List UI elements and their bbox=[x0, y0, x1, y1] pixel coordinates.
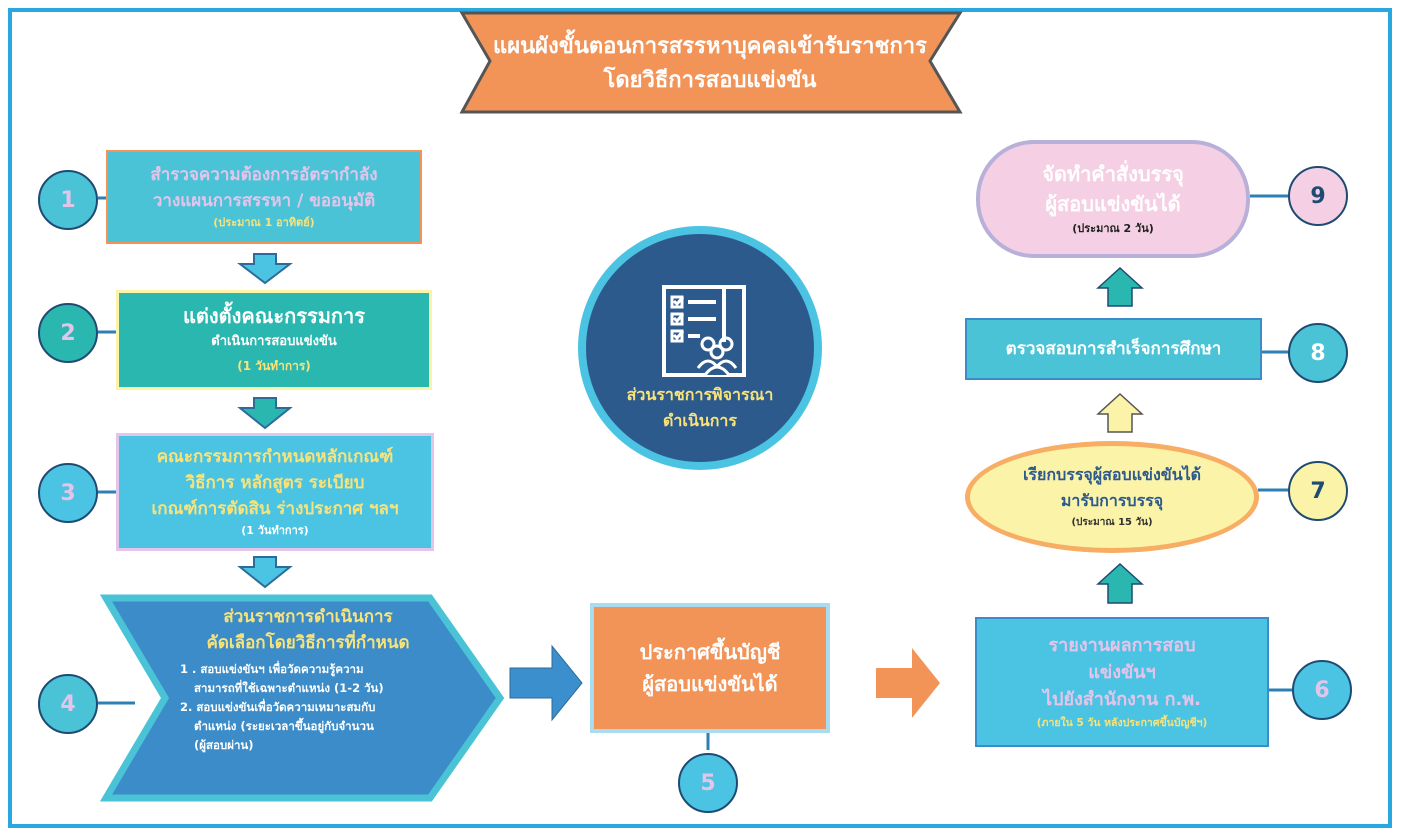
step-4-item-2a: 2. สอบแข่งขันเพื่อวัดความเหมาะสมกับ bbox=[180, 700, 376, 714]
step-6-duration: (ภายใน 5 วัน หลังประกาศขึ้นบัญชีฯ) bbox=[1036, 716, 1208, 729]
title-line-2: โดยวิธีการสอบแข่งขัน bbox=[603, 68, 817, 93]
arrow-up-6-7 bbox=[1096, 562, 1144, 604]
step-1-line-2: วางแผนการสรรหา / ขออนุมัติ bbox=[152, 191, 376, 211]
step-3-line-1: คณะกรรมการกำหนดหลักเกณฑ์ bbox=[156, 447, 394, 467]
step-4-number: 4 bbox=[38, 674, 98, 734]
step-1-number: 1 bbox=[38, 170, 98, 230]
step-2-line-1: แต่งตั้งคณะกรรมการ bbox=[183, 304, 365, 328]
step-7-line-2: มารับการบรรจุ bbox=[1060, 491, 1164, 510]
step-2-number: 2 bbox=[38, 303, 98, 363]
arrow-right-4-5 bbox=[509, 644, 583, 722]
step-4-item-2b: ตำแหน่ง (ระยะเวลาขึ้นอยู่กับจำนวน bbox=[194, 719, 374, 733]
checklist-people-icon bbox=[662, 285, 746, 377]
step-4-line-2: คัดเลือกโดยวิธีการที่กำหนด bbox=[206, 633, 410, 653]
step-9-duration: (ประมาณ 2 วัน) bbox=[1072, 222, 1154, 235]
step-5-line-2: ผู้สอบแข่งขันได้ bbox=[642, 672, 778, 696]
step-5-box: ประกาศขึ้นบัญชี ผู้สอบแข่งขันได้ bbox=[590, 603, 830, 733]
step-9-number: 9 bbox=[1288, 166, 1348, 226]
arrow-up-7-8 bbox=[1096, 392, 1144, 433]
step-2-line-2: ดำเนินการสอบแข่งขัน bbox=[211, 334, 337, 349]
step-1-duration: (ประมาณ 1 อาทิตย์) bbox=[213, 216, 315, 229]
arrow-down-3 bbox=[237, 556, 293, 589]
step-6-line-1: รายงานผลการสอบ bbox=[1048, 634, 1196, 656]
step-4-item-2c: (ผู้สอบผ่าน) bbox=[194, 738, 254, 752]
step-7-duration: (ประมาณ 15 วัน) bbox=[1071, 517, 1153, 528]
step-4-item-1a: 1 . สอบแข่งขันฯ เพื่อวัดความรู้ความ bbox=[180, 662, 364, 676]
step-4-line-1: ส่วนราชการดำเนินการ bbox=[223, 607, 393, 627]
title-line-1: แผนผังขั้นตอนการสรรหาบุคคลเข้ารับราชการ bbox=[493, 34, 927, 59]
arrow-down-1 bbox=[237, 253, 293, 285]
step-4-item-1b: สามารถที่ใช้เฉพาะตำแหน่ง (1-2 วัน) bbox=[194, 681, 384, 695]
step-9-line-1: จัดทำคำสั่งบรรจุ bbox=[1042, 162, 1184, 186]
step-8-box: ตรวจสอบการสำเร็จการศึกษา bbox=[965, 318, 1262, 380]
arrow-right-5-6 bbox=[876, 648, 940, 718]
arrow-up-8-9 bbox=[1096, 266, 1144, 307]
title-banner: แผนผังขั้นตอนการสรรหาบุคคลเข้ารับราชการ … bbox=[470, 30, 950, 98]
step-3-line-3: เกณฑ์การตัดสิน ร่างประกาศ ฯลฯ bbox=[151, 499, 399, 519]
step-8-line-1: ตรวจสอบการสำเร็จการศึกษา bbox=[1005, 339, 1222, 359]
step-6-number: 6 bbox=[1292, 660, 1352, 720]
step-5-line-1: ประกาศขึ้นบัญชี bbox=[639, 640, 781, 664]
arrow-down-2 bbox=[237, 397, 293, 430]
step-7-line-1: เรียกบรรจุผู้สอบแข่งขันได้ bbox=[1022, 465, 1202, 484]
center-circle: ส่วนราชการพิจารณา ดำเนินการ bbox=[578, 226, 822, 470]
step-6-line-2: แข่งขันฯ bbox=[1088, 661, 1156, 683]
step-3-box: คณะกรรมการกำหนดหลักเกณฑ์ วิธีการ หลักสูต… bbox=[116, 433, 434, 551]
step-8-number: 8 bbox=[1288, 323, 1348, 383]
step-3-line-2: วิธีการ หลักสูตร ระเบียบ bbox=[185, 473, 365, 493]
step-6-box: รายงานผลการสอบ แข่งขันฯ ไปยังสำนักงาน ก.… bbox=[975, 617, 1269, 747]
step-7-number: 7 bbox=[1288, 461, 1348, 521]
step-5-number: 5 bbox=[678, 753, 738, 813]
step-6-line-3: ไปยังสำนักงาน ก.พ. bbox=[1042, 688, 1202, 710]
step-3-duration: (1 วันทำการ) bbox=[241, 524, 309, 537]
step-2-duration: (1 วันทำการ) bbox=[237, 359, 311, 373]
center-line-1: ส่วนราชการพิจารณา bbox=[626, 385, 774, 404]
step-1-box: สำรวจความต้องการอัตรากำลัง วางแผนการสรรห… bbox=[106, 150, 422, 244]
step-9-line-2: ผู้สอบแข่งขันได้ bbox=[1045, 192, 1181, 216]
center-line-2: ดำเนินการ bbox=[663, 411, 737, 430]
step-1-line-1: สำรวจความต้องการอัตรากำลัง bbox=[150, 165, 378, 185]
step-7-box: เรียกบรรจุผู้สอบแข่งขันได้ มารับการบรรจุ… bbox=[965, 441, 1259, 553]
step-9-box: จัดทำคำสั่งบรรจุ ผู้สอบแข่งขันได้ (ประมา… bbox=[976, 140, 1250, 258]
step-3-number: 3 bbox=[38, 463, 98, 523]
step-2-box: แต่งตั้งคณะกรรมการ ดำเนินการสอบแข่งขัน (… bbox=[116, 290, 432, 390]
step-4-box: ส่วนราชการดำเนินการ คัดเลือกโดยวิธีการที… bbox=[160, 604, 456, 755]
